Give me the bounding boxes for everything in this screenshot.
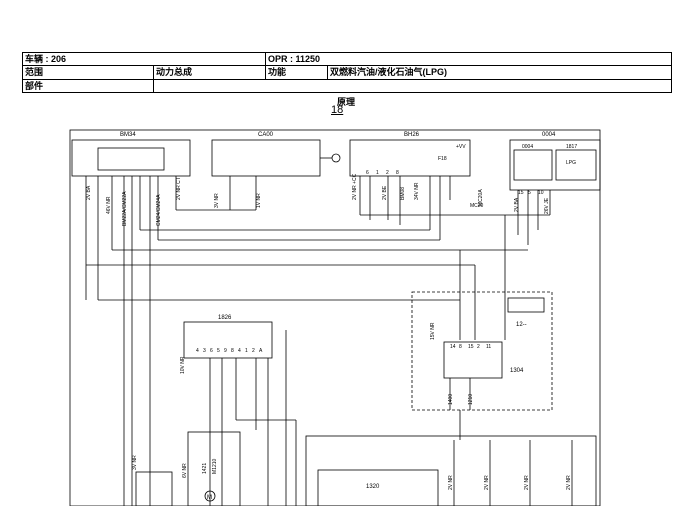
component-12-box xyxy=(507,297,545,313)
wire-label: 6V NR xyxy=(182,463,188,478)
header-table: 车辆 : 206 OPR : 11250 范围 动力总成 功能 双燃料汽油/液化… xyxy=(22,52,672,93)
component-0004-box xyxy=(513,149,553,181)
c1826-pin: 3 xyxy=(203,348,206,354)
wire-label: 2V NR xyxy=(484,475,490,490)
c1826-pin: 4 xyxy=(196,348,199,354)
label-mc20: MC20 xyxy=(470,203,484,209)
c1826-pin: 9 xyxy=(224,348,227,354)
component-lower-right-frame xyxy=(305,435,597,506)
c1304-pin: 2 xyxy=(477,344,480,350)
motor-icon xyxy=(204,490,216,502)
component-ca00-box xyxy=(211,139,321,177)
motor-label: M xyxy=(207,495,212,501)
d0004-pin: 15 xyxy=(518,190,524,196)
function-label: 功能 xyxy=(268,67,287,77)
part-label: 部件 xyxy=(25,81,44,91)
wire-label: 2V NR xyxy=(448,475,454,490)
label-1320: 1320 xyxy=(366,484,380,490)
label-0004-group: 0004 xyxy=(542,132,556,138)
label-plus-vv: +VV xyxy=(456,144,466,150)
wire-label: 15V NR xyxy=(430,322,436,340)
c1826-pin: 6 xyxy=(210,348,213,354)
component-1826-box xyxy=(183,321,273,359)
c1304-pin: 14 xyxy=(450,344,456,350)
wire-label: 2V NR CT xyxy=(176,177,182,200)
c1826-pin: 2 xyxy=(252,348,255,354)
label-1817: 1817 xyxy=(566,144,577,150)
label-mc20a: MC20A xyxy=(478,189,484,206)
bh26-pin: 1 xyxy=(376,170,379,176)
component-bm34-box xyxy=(71,139,191,177)
wire-label: M1210 xyxy=(212,458,218,474)
wire-label: 1V NR xyxy=(256,193,262,208)
wire-label: 2V BE xyxy=(382,185,388,200)
page-number: 18 xyxy=(331,104,344,116)
bh26-pin: 2 xyxy=(386,170,389,176)
c1826-pin: 8 xyxy=(231,348,234,354)
label-0004: 0004 xyxy=(522,144,533,150)
component-bh26-box xyxy=(349,139,471,177)
c1304-pin: 15 xyxy=(468,344,474,350)
label-1826: 1826 xyxy=(218,315,232,321)
component-lower-mid-box xyxy=(187,431,241,506)
key-icon xyxy=(331,153,341,163)
label-12: 12-- xyxy=(516,322,527,328)
label-ca00: CA00 xyxy=(258,132,274,138)
range-value: 动力总成 xyxy=(156,67,193,77)
label-f18: F18 xyxy=(438,156,447,162)
wire-label: CM24/CM24A xyxy=(156,194,162,226)
label-1304: 1304 xyxy=(510,368,524,374)
wire-label: 2V BA xyxy=(86,185,92,200)
c1826-pin: 4 xyxy=(238,348,241,354)
wire-label: 1400 xyxy=(448,394,454,405)
c1826-pin: A xyxy=(259,348,263,354)
wire-label: 1210 xyxy=(468,394,474,405)
diagram-part xyxy=(69,129,601,506)
wire-label: 46V NR xyxy=(106,196,112,214)
c1826-pin: 1 xyxy=(245,348,248,354)
wire-label: 3V NR xyxy=(214,193,220,208)
label-lpg: LPG xyxy=(566,160,576,166)
bh26-pin: 6 xyxy=(366,170,369,176)
c1304-pin: 11 xyxy=(486,344,491,350)
c1826-pin: 5 xyxy=(217,348,220,354)
component-1304-box xyxy=(443,341,503,379)
wire-label: BM22A/CM22A xyxy=(122,191,128,226)
vehicle-label: 车辆 : 206 xyxy=(25,54,67,64)
section-title: 原理 xyxy=(337,97,356,107)
component-1320-box xyxy=(317,469,439,506)
wire-label: 2V NR xyxy=(566,475,572,490)
component-1817-box xyxy=(555,149,597,181)
component-1304-region xyxy=(411,291,553,411)
header-row-divider xyxy=(23,65,671,66)
range-label: 范围 xyxy=(25,67,44,77)
wire-label: 3V NR xyxy=(132,455,138,470)
component-0004-group-box xyxy=(509,139,601,191)
wire-label: BM08 xyxy=(400,187,406,200)
label-bm34: BM34 xyxy=(120,132,136,138)
wire-label: 10V NR xyxy=(180,356,186,374)
d0004-pin: 5 xyxy=(528,190,531,196)
wire-label: 2V NR +CC xyxy=(352,173,358,200)
header-row-divider xyxy=(23,79,671,80)
function-value: 双燃料汽油/液化石油气(LPG) xyxy=(330,67,447,77)
diagram-frame xyxy=(69,129,601,506)
diagram-part: 2V BA 46V NR 2V NR CT BM22A/CM22A CM24/C… xyxy=(86,173,572,490)
d0004-pin: 10 xyxy=(538,190,544,196)
label-bh26: BH26 xyxy=(404,132,420,138)
component-bm34-inner xyxy=(97,147,165,171)
wire-label: 26V JE xyxy=(544,197,550,214)
c1304-pin: 8 xyxy=(459,344,462,350)
header-col-divider xyxy=(327,66,328,79)
header-col-divider xyxy=(265,53,266,79)
header-col-divider xyxy=(153,66,154,93)
wire-label: 34V NR xyxy=(414,182,420,200)
bh26-pin: 8 xyxy=(396,170,399,176)
opr-label: OPR : 11250 xyxy=(268,54,321,64)
wire-label: 2V BA xyxy=(514,197,520,212)
wire-label: 1421 xyxy=(202,463,208,474)
wire-label: 2V NR xyxy=(524,475,530,490)
component-lower-left-box xyxy=(135,471,173,506)
